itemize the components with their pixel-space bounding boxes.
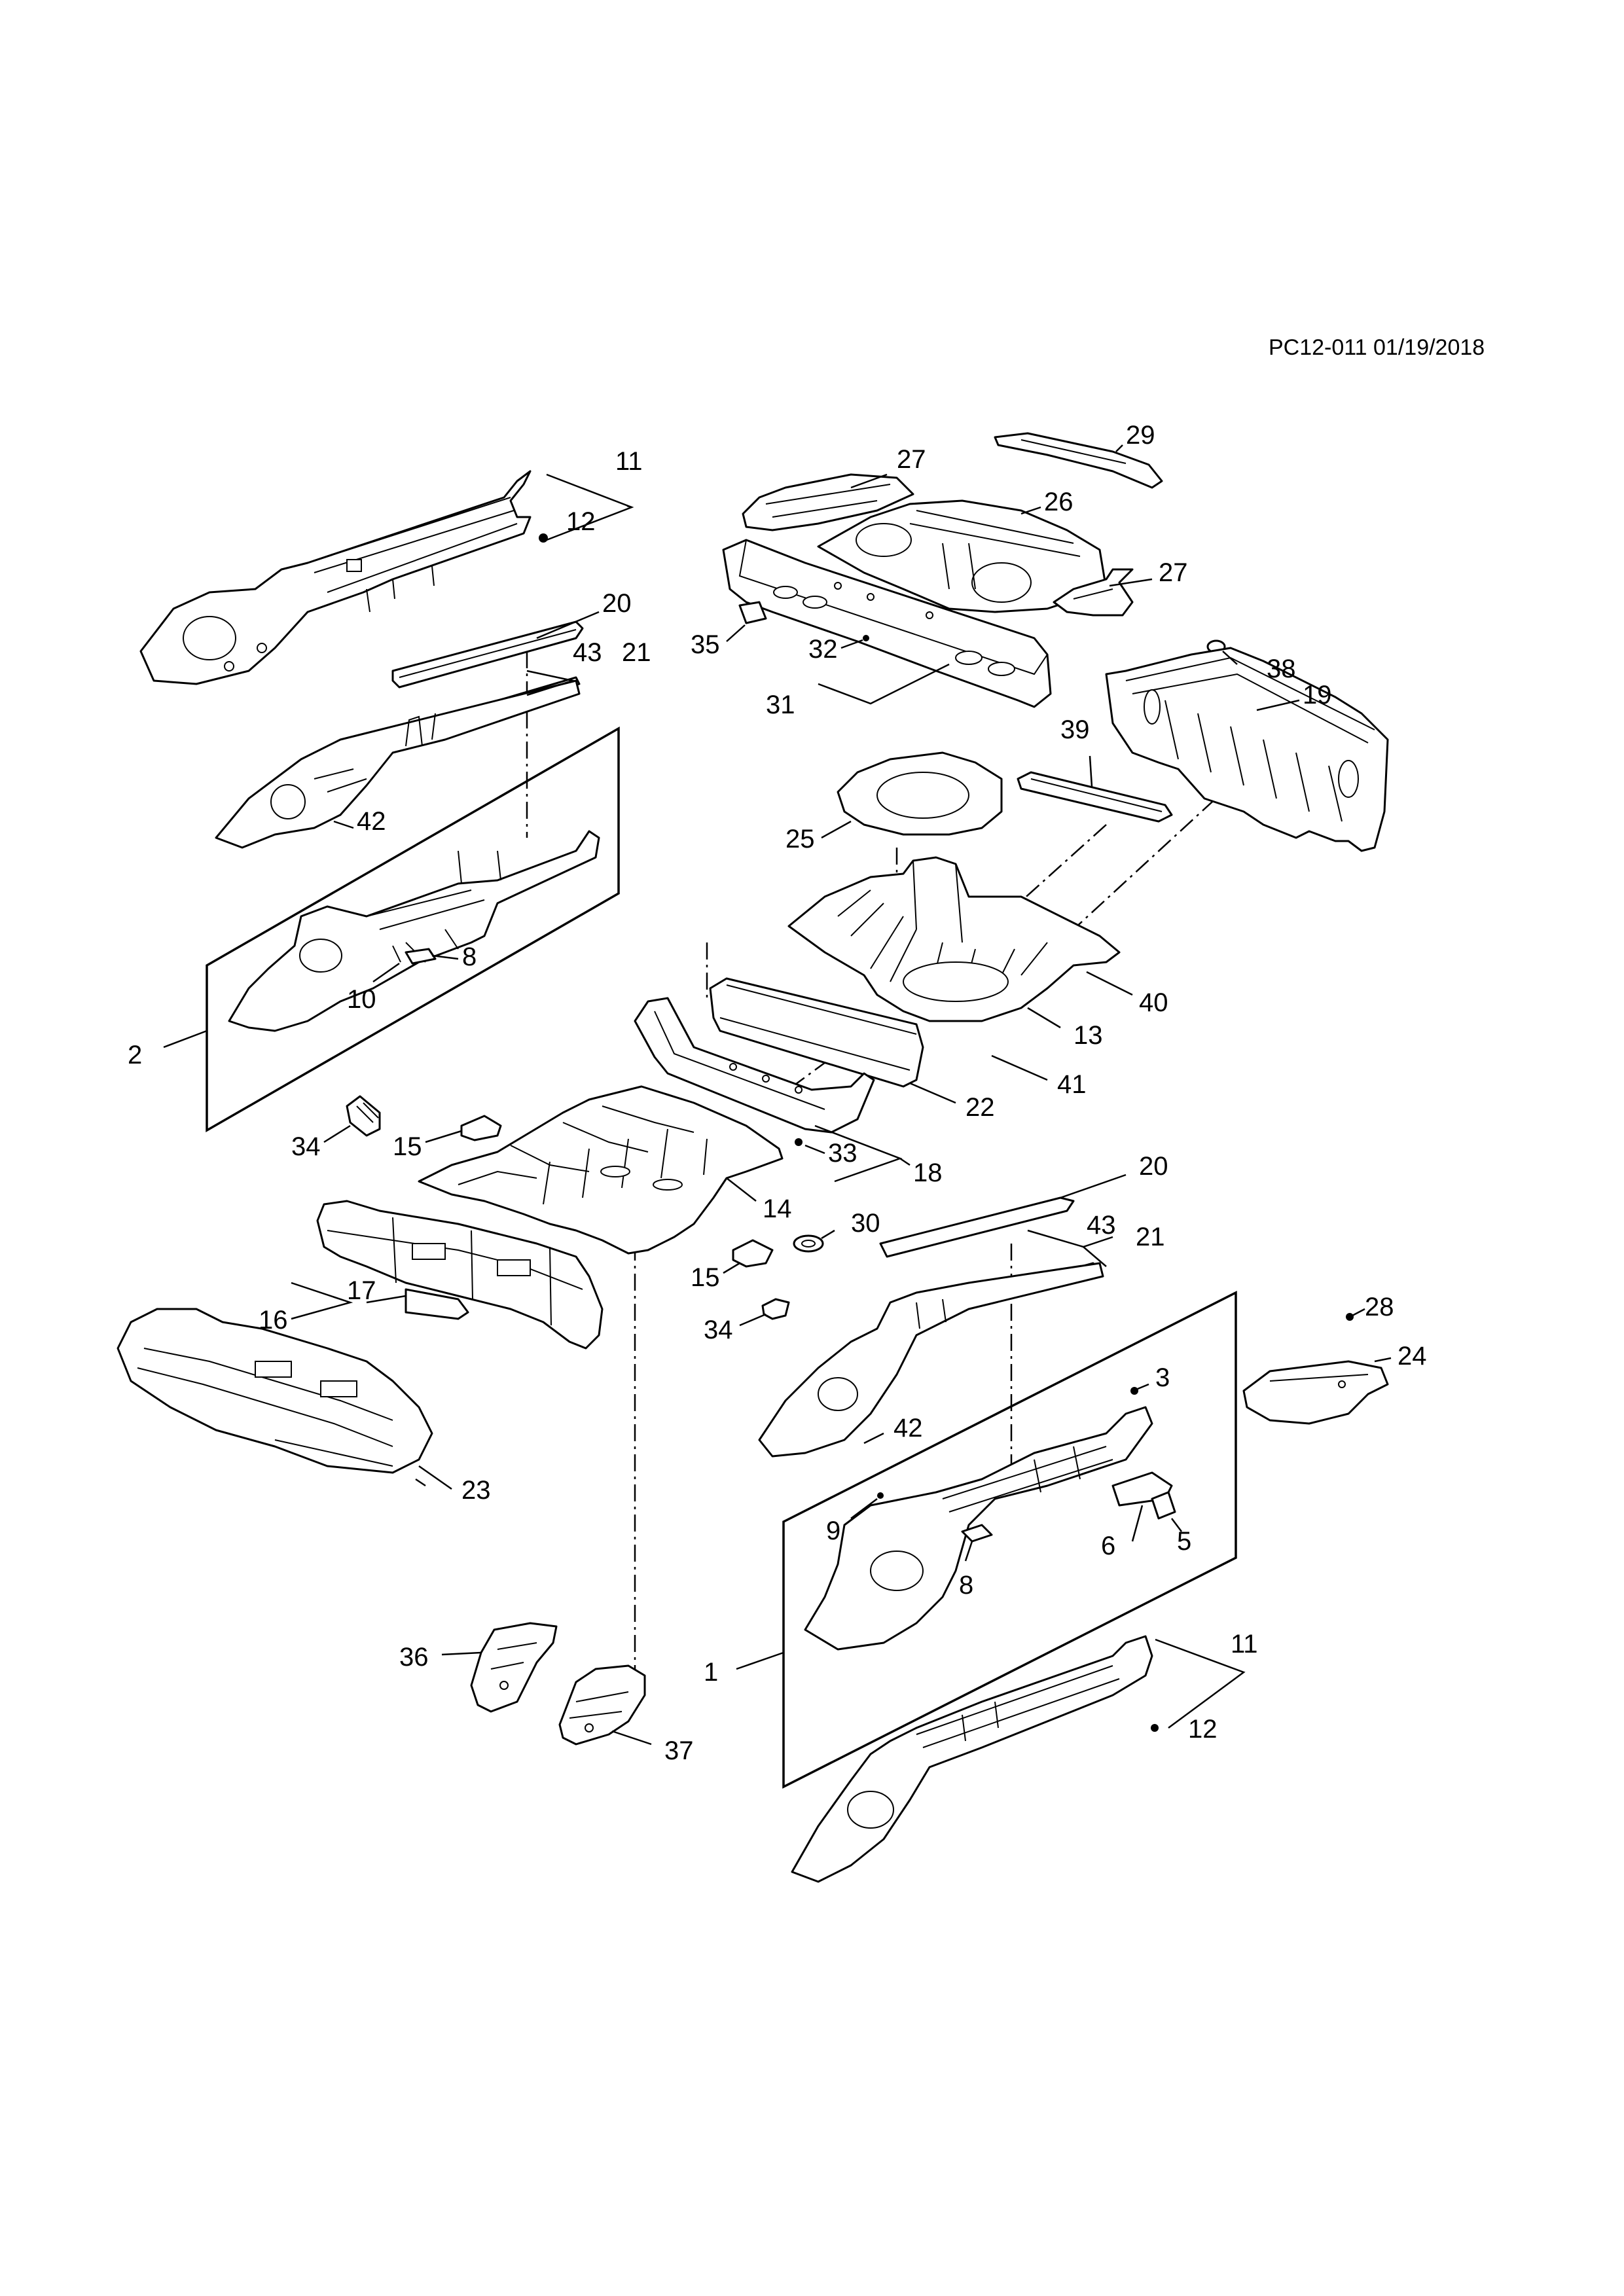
callout-5: 5 bbox=[1177, 1527, 1191, 1556]
group-frame-1 bbox=[782, 1291, 1237, 1789]
part-19-rear-panel bbox=[1105, 647, 1389, 852]
document-id: PC12-011 01/19/2018 bbox=[1269, 335, 1485, 360]
part-29-strip bbox=[994, 432, 1163, 489]
part-39-bracket bbox=[1017, 771, 1173, 823]
part-17-bracket bbox=[405, 1288, 469, 1320]
callout-labels: 11 12 20 43 21 42 8 10 2 27 29 26 27 35 … bbox=[128, 421, 1427, 1765]
part-16-crossmember bbox=[316, 1200, 604, 1350]
callout-8-left: 8 bbox=[462, 942, 477, 971]
part-33-fastener bbox=[795, 1138, 803, 1146]
callout-43-left: 43 bbox=[573, 638, 602, 667]
part-32-fastener bbox=[863, 635, 869, 641]
callout-25: 25 bbox=[785, 825, 815, 853]
callout-39: 39 bbox=[1060, 715, 1090, 744]
part-31-crossmember bbox=[722, 539, 1052, 708]
part-37-bracket bbox=[558, 1664, 646, 1746]
callout-21-right: 21 bbox=[1136, 1223, 1165, 1251]
callout-24: 24 bbox=[1398, 1342, 1427, 1371]
callout-1: 1 bbox=[704, 1658, 718, 1687]
callout-41: 41 bbox=[1057, 1070, 1087, 1099]
callout-43-right: 43 bbox=[1087, 1211, 1116, 1240]
part-12-fastener-lower bbox=[1151, 1724, 1159, 1732]
part-27-shelf-left bbox=[742, 473, 914, 531]
part-27-shelf-right bbox=[1053, 568, 1134, 617]
callout-2: 2 bbox=[128, 1041, 142, 1069]
part-20-reinforcement-right bbox=[879, 1196, 1075, 1258]
part-34-clip-upper bbox=[346, 1095, 381, 1137]
part-26-shelf-panel bbox=[817, 499, 1108, 613]
callout-42-right: 42 bbox=[893, 1414, 923, 1443]
part-18-crossmember bbox=[634, 997, 875, 1134]
callout-34-upper: 34 bbox=[291, 1132, 321, 1161]
part-12-fastener bbox=[539, 533, 548, 543]
callout-28: 28 bbox=[1365, 1293, 1394, 1321]
callout-12-bottom: 12 bbox=[1188, 1715, 1218, 1744]
callout-20-left: 20 bbox=[602, 589, 632, 618]
part-15-bracket-upper bbox=[460, 1115, 502, 1141]
part-10-bracket-left bbox=[392, 945, 401, 963]
callout-15-lower: 15 bbox=[691, 1263, 720, 1292]
callout-42-left: 42 bbox=[357, 807, 386, 836]
callout-11-bottom: 11 bbox=[1231, 1630, 1258, 1659]
part-42-side-rail-right bbox=[758, 1262, 1104, 1458]
part-28-fastener bbox=[1346, 1313, 1354, 1321]
callout-40: 40 bbox=[1139, 988, 1168, 1017]
part-13-rear-floor bbox=[787, 856, 1121, 1022]
part-34-clip-lower bbox=[761, 1298, 790, 1320]
callout-16: 16 bbox=[259, 1306, 288, 1335]
callout-35: 35 bbox=[691, 630, 720, 659]
part-3-fastener bbox=[1130, 1387, 1138, 1395]
callout-27-left: 27 bbox=[897, 445, 926, 474]
part-22-crossmember bbox=[709, 977, 924, 1088]
callout-32: 32 bbox=[808, 635, 838, 664]
callout-31: 31 bbox=[766, 691, 795, 719]
part-8-bracket-left bbox=[405, 948, 437, 965]
part-9-fastener bbox=[877, 1492, 884, 1499]
callout-12-top: 12 bbox=[566, 507, 596, 536]
part-8-bracket-right bbox=[961, 1524, 993, 1543]
part-11-lower-rail bbox=[791, 1635, 1153, 1883]
callout-27-right: 27 bbox=[1159, 558, 1188, 587]
callout-33: 33 bbox=[828, 1139, 857, 1168]
part-11-upper-rail bbox=[139, 470, 532, 685]
callout-21-left: 21 bbox=[622, 638, 651, 667]
callout-23: 23 bbox=[461, 1476, 491, 1505]
callout-30: 30 bbox=[851, 1209, 880, 1238]
callout-3: 3 bbox=[1155, 1363, 1170, 1392]
callout-14: 14 bbox=[763, 1194, 792, 1223]
callout-15-upper: 15 bbox=[393, 1132, 422, 1161]
part-35-clip bbox=[738, 601, 767, 624]
callout-17: 17 bbox=[347, 1276, 376, 1305]
callout-18: 18 bbox=[913, 1158, 943, 1187]
part-24-bracket bbox=[1242, 1360, 1389, 1425]
callout-37: 37 bbox=[664, 1736, 694, 1765]
callout-22: 22 bbox=[965, 1093, 995, 1122]
callout-38: 38 bbox=[1267, 655, 1296, 683]
callout-6: 6 bbox=[1101, 1532, 1115, 1560]
part-1-rail-assembly-right bbox=[804, 1406, 1153, 1651]
callout-34-lower: 34 bbox=[704, 1316, 733, 1344]
callout-11-top: 11 bbox=[615, 447, 643, 476]
part-42-side-rail-left bbox=[215, 679, 581, 849]
callout-13: 13 bbox=[1074, 1021, 1103, 1050]
callout-9: 9 bbox=[826, 1516, 840, 1545]
part-25-cover bbox=[837, 751, 1003, 836]
callout-19: 19 bbox=[1303, 681, 1332, 709]
callout-20-right: 20 bbox=[1139, 1152, 1168, 1181]
part-23-crossmember bbox=[117, 1308, 433, 1474]
part-30-plug bbox=[793, 1234, 824, 1253]
callout-29: 29 bbox=[1126, 421, 1155, 450]
part-15-bracket-lower bbox=[732, 1239, 774, 1268]
part-5-bracket bbox=[1151, 1491, 1176, 1520]
part-36-bracket bbox=[470, 1622, 558, 1713]
callout-26: 26 bbox=[1044, 488, 1074, 516]
callout-8-right: 8 bbox=[959, 1571, 973, 1600]
part-2-rail-assembly-left bbox=[228, 830, 600, 1032]
callout-10: 10 bbox=[347, 985, 376, 1014]
leader-lines bbox=[163, 444, 1392, 1746]
callout-36: 36 bbox=[399, 1643, 429, 1672]
group-frame-2 bbox=[206, 726, 620, 1133]
